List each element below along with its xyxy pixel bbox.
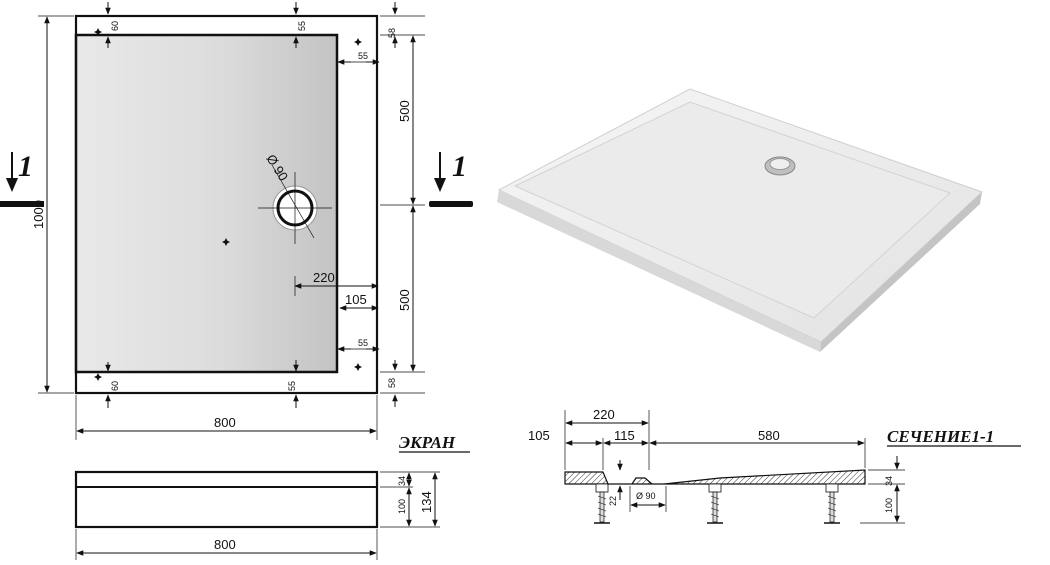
front-dim-width: 800: [214, 537, 236, 552]
label-screen: ЭКРАН: [399, 433, 456, 452]
section-dim-rim: 34: [884, 476, 894, 486]
dim-right-inset-bottom: 55: [358, 338, 368, 348]
svg-text:1: 1: [452, 150, 467, 183]
dim-top-right: 58: [387, 28, 397, 38]
crosshair-icon: [94, 28, 362, 381]
dim-top-left: 60: [110, 21, 120, 31]
front-dim-total: 134: [419, 491, 434, 513]
front-dim-body: 100: [397, 499, 407, 514]
dim-bottom-left: 60: [110, 381, 120, 391]
svg-text:1: 1: [18, 150, 33, 183]
dim-lower-half: 500: [397, 289, 412, 311]
dim-total-height: 1000: [31, 200, 46, 229]
product-photo: [497, 88, 983, 352]
section-dim-22: 22: [608, 496, 618, 506]
dim-top-mid: 55: [297, 21, 307, 31]
section-dim-580: 580: [758, 428, 780, 443]
plan-view: Ø 90 60 55 60 55 55 55 220 105 80: [31, 2, 425, 440]
support-leg: [594, 483, 610, 524]
drain-hole: [258, 164, 332, 244]
section-dim-220: 220: [593, 407, 615, 422]
dim-right-inset-top: 55: [358, 51, 368, 61]
dim-width: 800: [214, 415, 236, 430]
support-leg: [824, 483, 840, 524]
dim-step: 105: [345, 292, 367, 307]
section-dim-drain: Ø 90: [636, 491, 656, 501]
section-dim-body: 100: [884, 498, 894, 513]
section-marker-right: 1: [429, 150, 473, 207]
front-view: 800 34 100 134: [74, 470, 440, 560]
section-dim-115: 115: [614, 428, 635, 443]
dim-bottom-mid: 55: [287, 381, 297, 391]
dim-bottom-right: 58: [387, 378, 397, 388]
dim-drain-offset: 220: [313, 270, 335, 285]
label-section: СЕЧЕНИЕ1-1: [887, 427, 994, 446]
section-view: 220 105 115 580 22 Ø 90 34 100: [528, 407, 905, 524]
section-marker-left: 1: [0, 150, 44, 207]
front-dim-rim: 34: [397, 476, 407, 486]
section-dim-105: 105: [528, 428, 550, 443]
dim-upper-half: 500: [397, 100, 412, 122]
support-leg: [707, 483, 723, 524]
